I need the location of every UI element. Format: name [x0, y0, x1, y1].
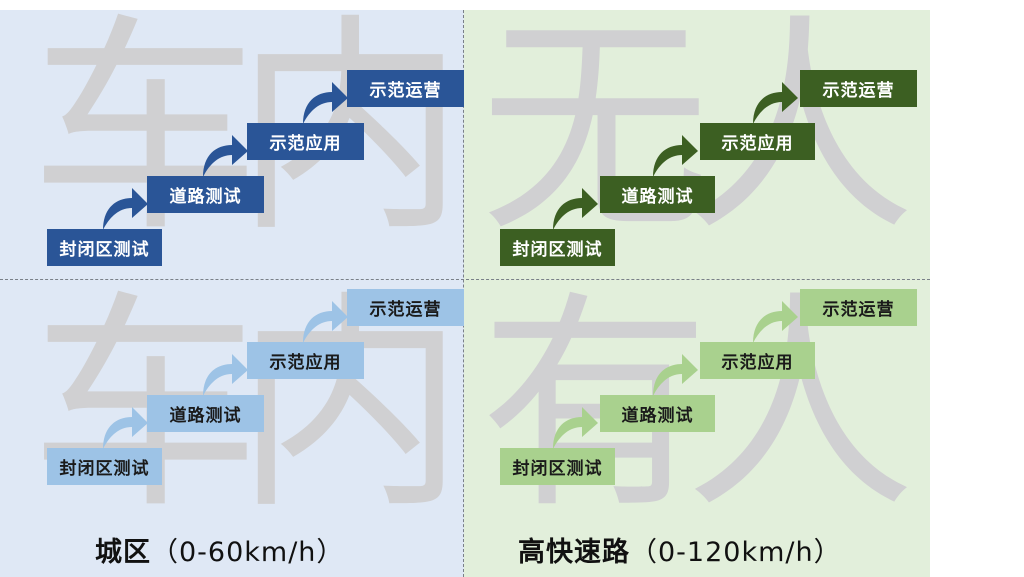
step-closed-area-test: 封闭区测试	[47, 229, 162, 266]
step-demo-operation: 示范运营	[347, 289, 464, 326]
diagram-canvas: 车 内 无 人 车 内 有 人 封闭区测试 道路测试 示范应用 示范运营 封闭区…	[0, 10, 930, 577]
caption-urban: 城区（0-60km/h）	[95, 530, 344, 569]
curved-arrow-icon	[553, 407, 598, 449]
curved-arrow-icon	[203, 135, 248, 177]
step-demo-operation: 示范运营	[800, 289, 917, 326]
step-demo-application: 示范应用	[247, 123, 364, 160]
step-demo-application: 示范应用	[700, 342, 815, 379]
curved-arrow-icon	[103, 188, 148, 230]
caption-urban-range: （0-60km/h）	[151, 537, 345, 568]
horizontal-divider	[0, 279, 930, 280]
step-demo-operation: 示范运营	[347, 70, 464, 107]
step-road-test: 道路测试	[147, 395, 264, 432]
curved-arrow-icon	[653, 354, 698, 396]
caption-highway: 高快速路（0-120km/h）	[518, 530, 842, 569]
step-road-test: 道路测试	[600, 176, 715, 213]
step-road-test: 道路测试	[600, 395, 715, 432]
curved-arrow-icon	[753, 301, 798, 343]
step-closed-area-test: 封闭区测试	[500, 448, 615, 485]
caption-highway-range: （0-120km/h）	[630, 537, 842, 568]
curved-arrow-icon	[553, 188, 598, 230]
step-demo-application: 示范应用	[247, 342, 364, 379]
curved-arrow-icon	[303, 301, 348, 343]
curved-arrow-icon	[753, 82, 798, 124]
caption-urban-label: 城区	[95, 537, 151, 568]
step-demo-application: 示范应用	[700, 123, 815, 160]
curved-arrow-icon	[203, 354, 248, 396]
step-demo-operation: 示范运营	[800, 70, 917, 107]
curved-arrow-icon	[653, 135, 698, 177]
step-road-test: 道路测试	[147, 176, 264, 213]
step-closed-area-test: 封闭区测试	[500, 229, 615, 266]
curved-arrow-icon	[303, 82, 348, 124]
caption-highway-label: 高快速路	[518, 537, 630, 568]
step-closed-area-test: 封闭区测试	[47, 448, 162, 485]
curved-arrow-icon	[103, 407, 148, 449]
